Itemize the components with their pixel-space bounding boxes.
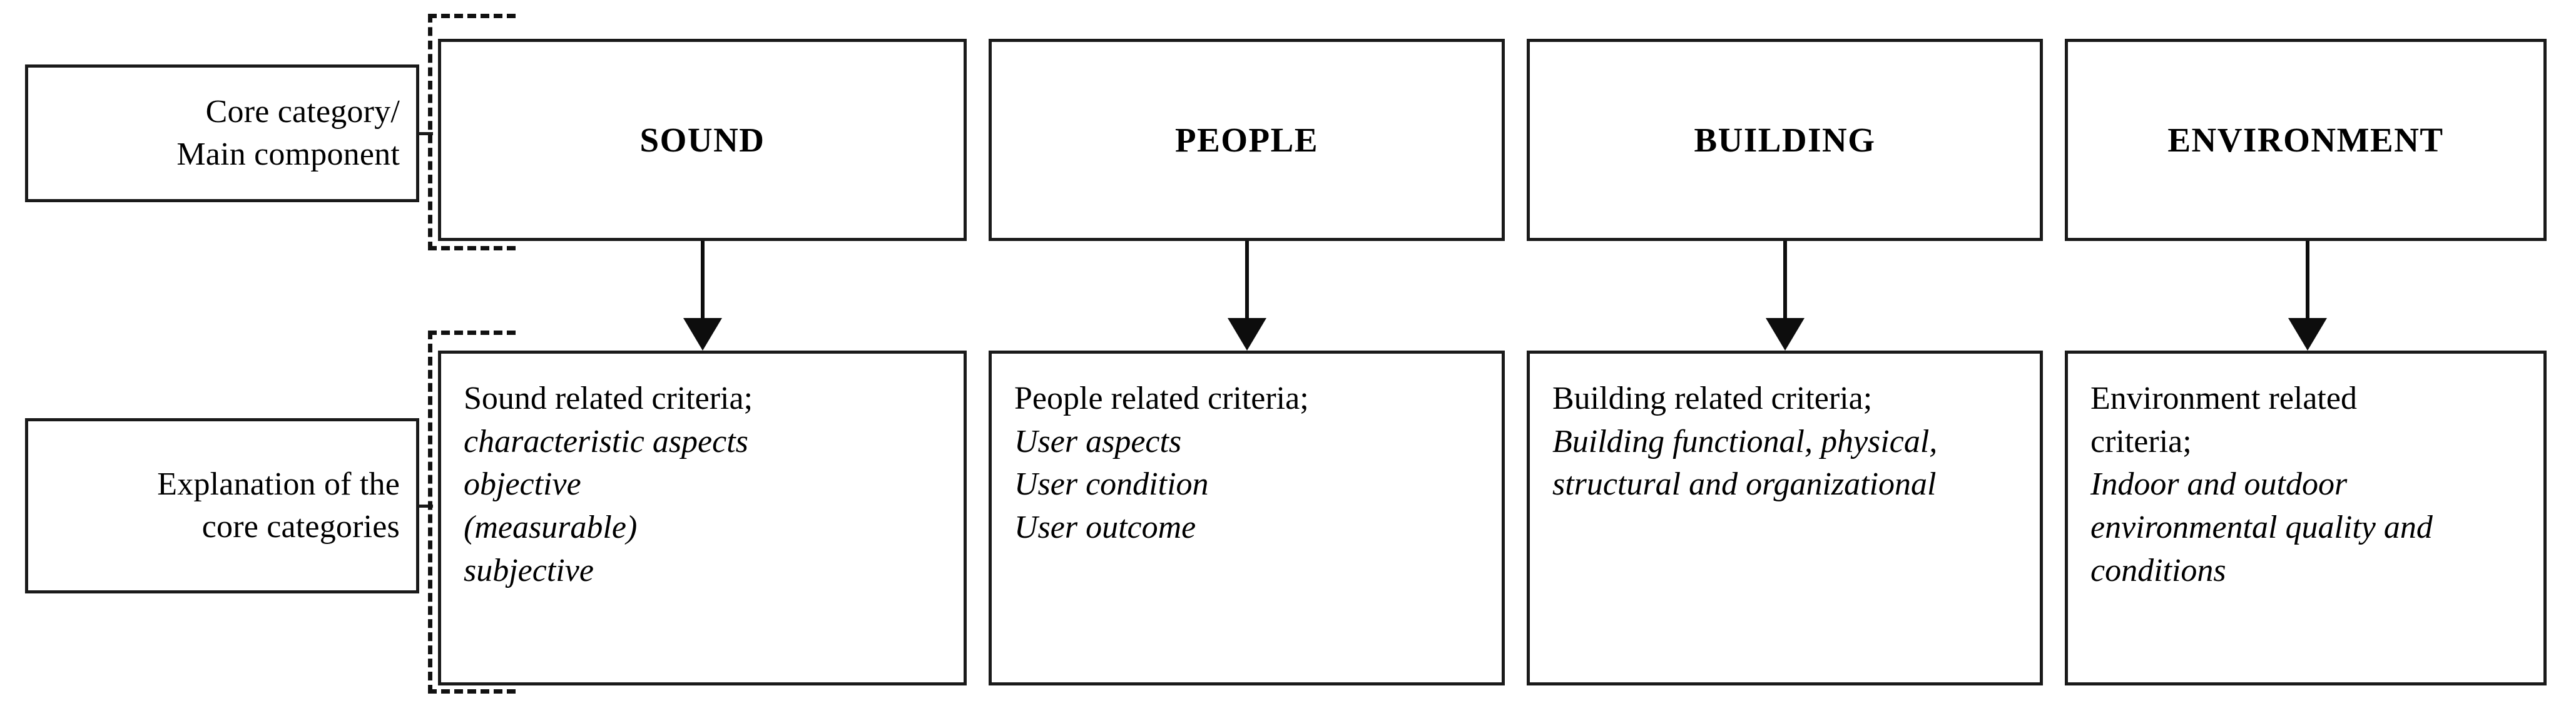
- category-title-building: BUILDING: [1694, 121, 1876, 159]
- description-box-environment: Environment related criteria; Indoor and…: [2065, 351, 2547, 685]
- category-box-building: BUILDING: [1527, 39, 2043, 241]
- description-italic-people-0: User aspects: [1014, 423, 1182, 459]
- description-italic-building-0: Building functional, physical, structura…: [1552, 423, 1938, 503]
- connector-explanation: [419, 505, 433, 508]
- row-label-core-category-text: Core category/ Main component: [176, 94, 400, 172]
- description-italic-sound-0: characteristic aspects: [464, 423, 748, 459]
- description-box-people: People related criteria; User aspects Us…: [989, 351, 1505, 685]
- description-italic-sound-3: subjective: [464, 552, 594, 588]
- dashed-bracket-bottom-spine: [428, 331, 432, 694]
- description-lead-people: People related criteria;: [1014, 381, 1309, 416]
- category-title-environment: ENVIRONMENT: [2167, 121, 2444, 159]
- description-italic-sound-2: (measurable): [464, 509, 638, 545]
- dashed-bracket-top-bottom-arm: [428, 246, 516, 250]
- arrow-head-sound: [683, 318, 722, 351]
- description-italic-sound-1: objective: [464, 466, 581, 503]
- category-box-sound: SOUND: [438, 39, 967, 241]
- description-box-sound: Sound related criteria; characteristic a…: [438, 351, 967, 685]
- category-title-people: PEOPLE: [1174, 121, 1319, 159]
- category-box-people: PEOPLE: [989, 39, 1505, 241]
- category-box-environment: ENVIRONMENT: [2065, 39, 2547, 241]
- arrow-shaft-sound: [701, 241, 705, 332]
- description-italic-people-1: User condition: [1014, 466, 1209, 503]
- arrow-head-environment: [2288, 318, 2327, 351]
- dashed-bracket-bottom-bottom-arm: [428, 689, 516, 694]
- description-italic-people-2: User outcome: [1014, 509, 1196, 545]
- description-box-building: Building related criteria; Building func…: [1527, 351, 2043, 685]
- category-title-sound: SOUND: [639, 121, 765, 159]
- row-label-explanation-text: Explanation of the core categories: [157, 466, 400, 545]
- connector-core-category: [419, 132, 433, 135]
- row-label-explanation: Explanation of the core categories: [25, 418, 419, 593]
- description-lead-environment: Environment related criteria;: [2090, 381, 2357, 459]
- description-lead-building: Building related criteria;: [1552, 381, 1873, 416]
- dashed-bracket-top-arm: [428, 14, 516, 18]
- arrow-shaft-building: [1783, 241, 1787, 332]
- description-italic-environment-0: Indoor and outdoor environmental quality…: [2090, 466, 2433, 588]
- arrow-shaft-environment: [2306, 241, 2309, 332]
- arrow-head-building: [1766, 318, 1805, 351]
- arrow-head-people: [1228, 318, 1266, 351]
- dashed-bracket-bottom-arm: [428, 331, 516, 335]
- row-label-core-category: Core category/ Main component: [25, 64, 419, 202]
- description-lead-sound: Sound related criteria;: [464, 381, 753, 416]
- arrow-shaft-people: [1245, 241, 1249, 332]
